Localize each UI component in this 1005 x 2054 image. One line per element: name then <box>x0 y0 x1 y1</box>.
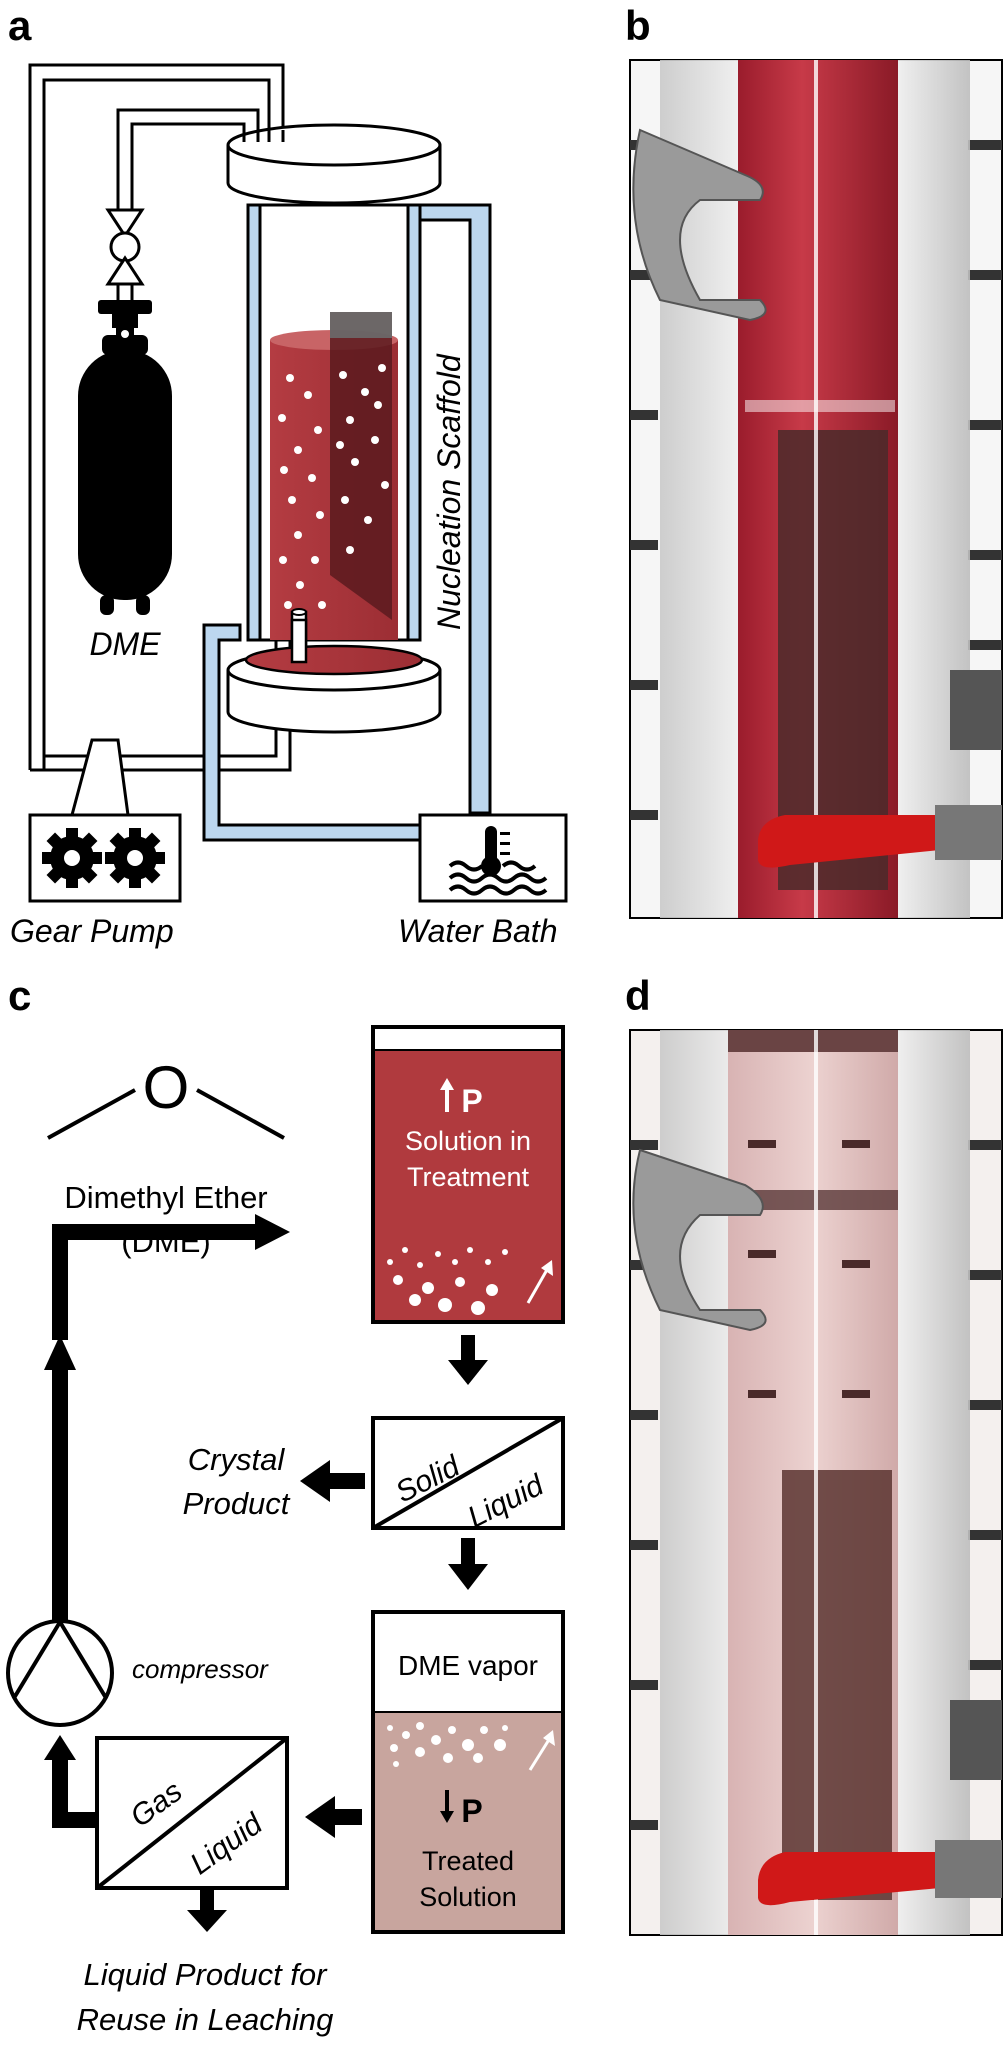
reactor-column <box>246 203 422 662</box>
gear-pump <box>28 738 182 903</box>
gear-pump-label: Gear Pump <box>10 913 174 949</box>
panel-d-photo <box>629 1029 1003 1936</box>
gas-cylinder-icon <box>78 300 172 615</box>
arrow-down-liquid <box>187 1888 227 1932</box>
crystal-label-2: Product <box>183 1486 291 1521</box>
bubbles <box>278 364 389 609</box>
panel-letter-c: c <box>8 972 31 1019</box>
treatment-text-2: Treatment <box>407 1162 530 1192</box>
molecule-name-1: Dimethyl Ether <box>64 1180 267 1215</box>
valve-icon <box>105 208 145 286</box>
water-bath <box>418 813 568 903</box>
treatment-pressure: P <box>461 1083 482 1119</box>
treated-pressure: P <box>461 1793 482 1829</box>
panel-a-apparatus: DME <box>10 63 568 949</box>
panel-c-process: O Dimethyl Ether (DME) P Solution in Tre… <box>6 1025 565 2037</box>
vapor-label: DME vapor <box>398 1650 538 1681</box>
liquid-product-label-1: Liquid Product for <box>84 1957 329 1992</box>
solid-liquid-separator: Solid Liquid <box>371 1416 565 1534</box>
pressure-up-icon <box>440 1078 454 1112</box>
panel-letter-a: a <box>8 2 32 49</box>
treatment-text-1: Solution in <box>405 1126 531 1156</box>
panel-letter-b: b <box>625 2 651 49</box>
gear-icon <box>105 828 165 888</box>
treated-text-2: Solution <box>419 1882 517 1912</box>
recycle-loop <box>6 1214 290 1828</box>
crystal-label-1: Crystal <box>188 1442 286 1477</box>
dme-label: DME <box>89 626 161 662</box>
panel-b-photo <box>629 59 1003 919</box>
arrow-down-1 <box>448 1335 488 1385</box>
oxygen-atom: O <box>143 1054 190 1121</box>
water-bath-label: Water Bath <box>398 913 557 949</box>
pressure-down-icon <box>440 1790 454 1823</box>
gear-icon <box>42 828 102 888</box>
clamp-red <box>758 1852 940 1906</box>
arrow-left-crystal <box>300 1460 365 1502</box>
nucleation-scaffold <box>330 312 392 620</box>
gas-liquid-separator: Gas Liquid <box>95 1736 289 1890</box>
treatment-vessel: P Solution in Treatment <box>371 1025 565 1324</box>
reactor-bottom-cap <box>226 618 442 734</box>
arrow-left-gas <box>305 1796 362 1838</box>
reactor-top-cap <box>226 123 442 205</box>
treated-text-1: Treated <box>422 1846 514 1876</box>
nucleation-scaffold-label: Nucleation Scaffold <box>431 353 467 630</box>
compressor-icon <box>6 1619 114 1727</box>
clamp-red <box>758 815 940 868</box>
liquid-product-label-2: Reuse in Leaching <box>77 2002 334 2037</box>
panel-letter-d: d <box>625 972 651 1019</box>
thermometer-waves-icon <box>448 826 548 896</box>
compressor-label: compressor <box>132 1654 269 1684</box>
treated-vessel: DME vapor P Treated Solution <box>371 1610 565 1934</box>
arrow-down-2 <box>448 1538 488 1590</box>
